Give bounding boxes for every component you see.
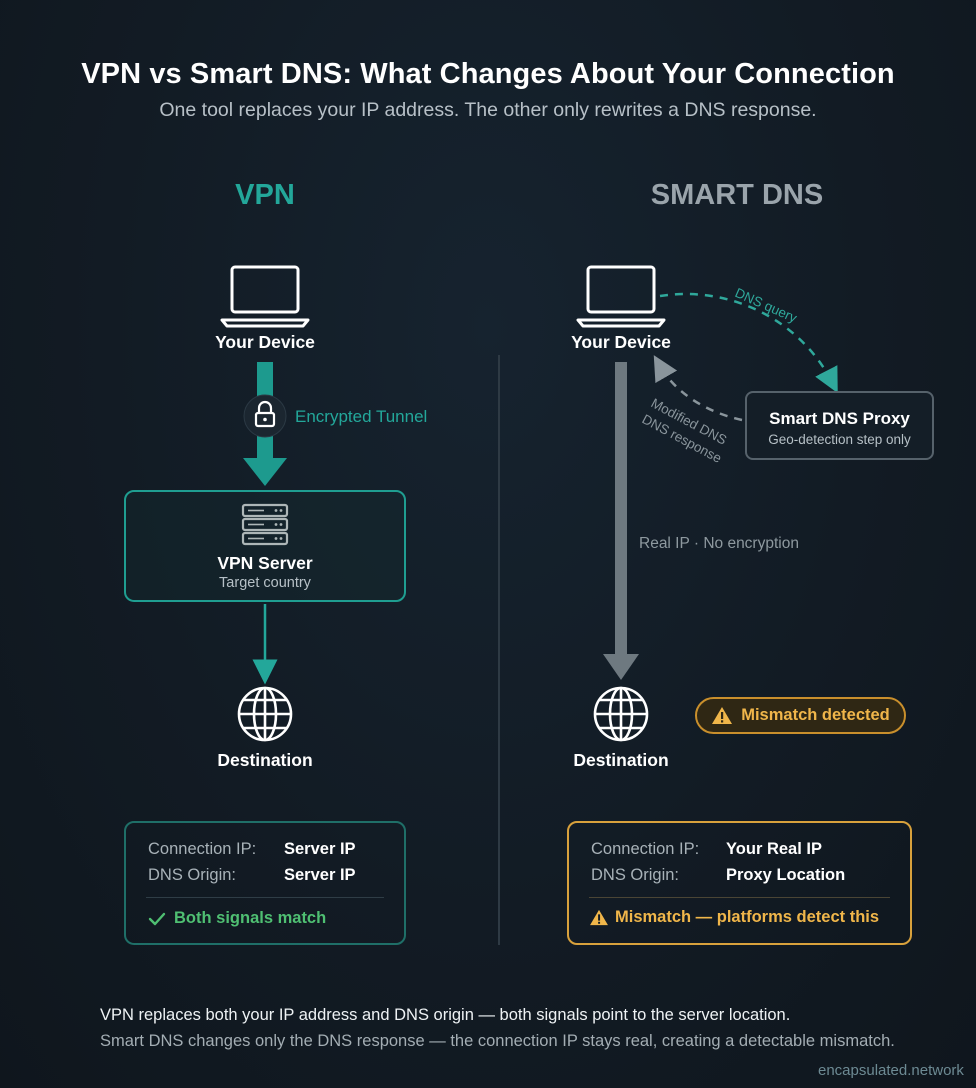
modified-dns-response-arrow [653, 355, 743, 422]
sdns-connection-ip-value: Your Real IP [726, 840, 822, 858]
vpn-dns-origin-value: Server IP [284, 866, 356, 884]
footer-line-1: VPN replaces both your IP address and DN… [100, 1006, 791, 1024]
server-icon [241, 503, 289, 546]
vpn-connection-ip-value: Server IP [284, 840, 356, 858]
lock-icon [243, 394, 287, 438]
sdns-summary-box: Connection IP: Your Real IP DNS Origin: … [567, 821, 912, 945]
footer-line-2: Smart DNS changes only the DNS response … [100, 1032, 895, 1050]
sdns-connection-ip-label: Connection IP: [591, 840, 700, 858]
sdns-dns-origin-value: Proxy Location [726, 866, 846, 884]
vpn-device-label: Your Device [215, 332, 315, 352]
smart-dns-proxy-box: Smart DNS Proxy Geo-detection step only [745, 391, 934, 460]
vpn-globe-icon [237, 686, 293, 742]
vpn-summary-box: Connection IP: Server IP DNS Origin: Ser… [124, 821, 406, 945]
sdns-status-row: Mismatch — platforms detect this [589, 908, 879, 927]
vpn-server-sublabel: Target country [219, 575, 311, 591]
vpn-heading: VPN [235, 179, 295, 211]
check-icon [148, 912, 166, 925]
real-ip-arrow [603, 362, 639, 680]
warning-icon [712, 707, 733, 724]
real-ip-label: Real IP · No encryption [639, 535, 799, 552]
dns-query-label: DNS query [733, 285, 800, 326]
proxy-label: Smart DNS Proxy [769, 409, 910, 428]
sdns-device-label: Your Device [571, 332, 671, 352]
warning-icon [590, 909, 608, 926]
encrypted-tunnel-label: Encrypted Tunnel [295, 407, 428, 426]
vpn-connection-ip-label: Connection IP: [148, 840, 257, 858]
proxy-sublabel: Geo-detection step only [768, 432, 911, 447]
sdns-destination-label: Destination [573, 750, 669, 770]
vpn-dns-origin-label: DNS Origin: [148, 866, 237, 884]
vpn-destination-label: Destination [217, 750, 313, 770]
sdns-summary-divider [589, 897, 890, 898]
sdns-laptop-icon [576, 265, 666, 328]
sdns-globe-icon [593, 686, 649, 742]
page-title: VPN vs Smart DNS: What Changes About You… [81, 58, 895, 90]
smart-dns-heading: SMART DNS [650, 179, 824, 211]
vpn-server-box [124, 490, 406, 602]
mismatch-badge-text: Mismatch detected [741, 706, 890, 724]
page-subtitle: One tool replaces your IP address. The o… [159, 99, 817, 121]
vpn-status-text: Both signals match [174, 909, 327, 927]
vpn-status-row: Both signals match [148, 909, 326, 928]
mismatch-badge: Mismatch detected [695, 697, 906, 734]
credit-text: encapsulated.network [818, 1062, 964, 1079]
vpn-laptop-icon [220, 265, 310, 328]
vpn-server-label: VPN Server [217, 553, 313, 573]
sdns-dns-origin-label: DNS Origin: [591, 866, 680, 884]
vpn-summary-divider [146, 897, 384, 898]
sdns-status-text: Mismatch — platforms detect this [615, 908, 880, 926]
